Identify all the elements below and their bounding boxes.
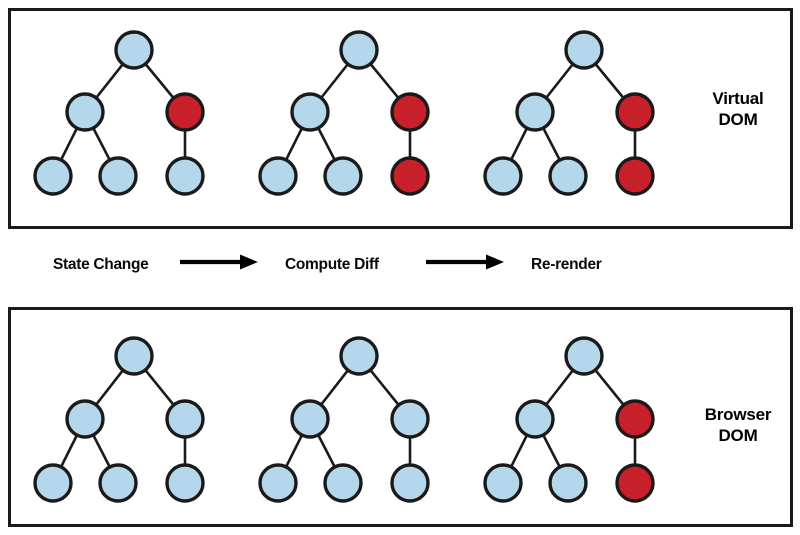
tree-node-default <box>258 463 298 503</box>
tree-node-default <box>323 156 363 196</box>
tree-node-default <box>483 463 523 503</box>
tree-node-default <box>323 463 363 503</box>
tree-node-changed <box>390 156 430 196</box>
tree-node-default <box>339 30 379 70</box>
tree-node-default <box>114 30 154 70</box>
tree-node-default <box>165 399 205 439</box>
tree-node-group <box>33 30 655 503</box>
tree-node-default <box>483 156 523 196</box>
tree-node-default <box>165 156 205 196</box>
tree-node-default <box>33 156 73 196</box>
tree-node-default <box>548 463 588 503</box>
tree-node-default <box>515 92 555 132</box>
tree-node-default <box>290 399 330 439</box>
tree-node-default <box>33 463 73 503</box>
tree-node-changed <box>615 92 655 132</box>
flow-arrow-head <box>240 254 258 270</box>
tree-node-changed <box>615 156 655 196</box>
tree-node-changed <box>165 92 205 132</box>
tree-node-default <box>65 399 105 439</box>
flow-arrow-group <box>180 254 504 270</box>
tree-node-default <box>548 156 588 196</box>
tree-node-default <box>114 336 154 376</box>
tree-node-default <box>564 30 604 70</box>
tree-node-default <box>98 463 138 503</box>
flow-step-re-render: Re-render <box>531 256 602 273</box>
flow-step-compute-diff: Compute Diff <box>285 256 379 273</box>
tree-node-changed <box>390 92 430 132</box>
tree-node-default <box>165 463 205 503</box>
tree-node-default <box>258 156 298 196</box>
tree-node-default <box>339 336 379 376</box>
tree-node-default <box>390 399 430 439</box>
flow-arrow-head <box>486 254 504 270</box>
tree-node-default <box>564 336 604 376</box>
panel-label-virtual-dom: Virtual DOM <box>712 89 764 130</box>
tree-node-default <box>515 399 555 439</box>
tree-node-default <box>390 463 430 503</box>
tree-node-default <box>65 92 105 132</box>
tree-node-default <box>98 156 138 196</box>
tree-node-changed <box>615 399 655 439</box>
panel-label-browser-dom: Browser DOM <box>704 405 772 446</box>
tree-node-default <box>290 92 330 132</box>
flow-step-state-change: State Change <box>53 256 149 273</box>
tree-node-changed <box>615 463 655 503</box>
